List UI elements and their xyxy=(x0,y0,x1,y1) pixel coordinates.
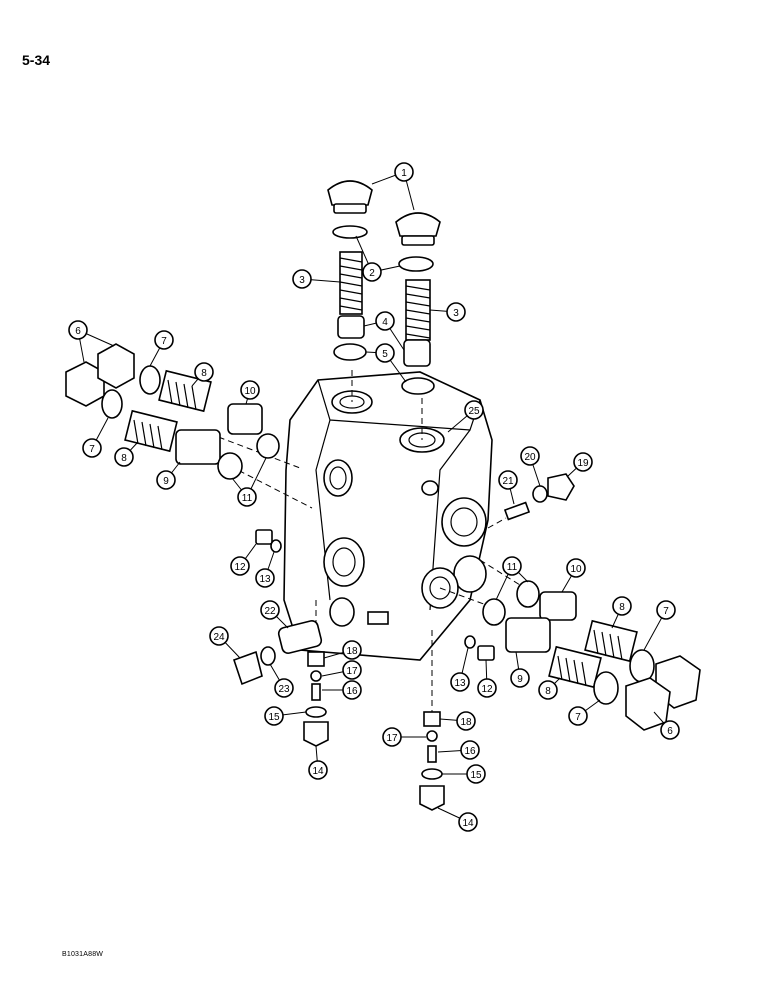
svg-text:13: 13 xyxy=(259,574,271,585)
callout-16-left: 16 xyxy=(322,680,362,700)
callout-14-right: 14 xyxy=(437,807,478,832)
callout-17-left: 17 xyxy=(321,660,362,680)
callout-21: 21 xyxy=(498,470,518,505)
svg-text:13: 13 xyxy=(454,678,466,689)
callout-3-left: 3 xyxy=(292,269,341,289)
top-relief-assembly-left xyxy=(327,180,373,361)
svg-text:16: 16 xyxy=(346,686,358,697)
svg-text:17: 17 xyxy=(346,666,358,677)
svg-text:6: 6 xyxy=(667,726,673,737)
callout-1: 1 xyxy=(371,162,415,211)
svg-text:12: 12 xyxy=(234,562,246,573)
callout-9-right: 9 xyxy=(510,651,530,688)
callout-17-right: 17 xyxy=(382,727,426,747)
svg-text:20: 20 xyxy=(524,452,536,463)
svg-text:8: 8 xyxy=(619,602,625,613)
svg-text:12: 12 xyxy=(481,684,493,695)
svg-text:7: 7 xyxy=(161,336,167,347)
callout-10-right: 10 xyxy=(561,558,586,593)
svg-text:3: 3 xyxy=(299,275,305,286)
valve-body xyxy=(283,371,493,661)
callout-8-a: 8 xyxy=(191,362,214,387)
callout-15-right: 15 xyxy=(442,764,486,784)
svg-text:8: 8 xyxy=(121,453,127,464)
svg-text:23: 23 xyxy=(278,684,290,695)
svg-text:4: 4 xyxy=(382,317,388,328)
callout-19: 19 xyxy=(567,452,593,477)
svg-text:1: 1 xyxy=(401,168,407,179)
callout-18-right: 18 xyxy=(439,711,476,731)
callout-12-left: 12 xyxy=(230,543,257,576)
callout-12-right: 12 xyxy=(477,659,497,698)
svg-text:17: 17 xyxy=(386,733,398,744)
svg-text:10: 10 xyxy=(570,564,582,575)
svg-text:16: 16 xyxy=(464,746,476,757)
callout-18-left: 18 xyxy=(323,640,362,660)
svg-text:6: 6 xyxy=(75,326,81,337)
callout-15-left: 15 xyxy=(264,706,307,726)
callout-10-left: 10 xyxy=(240,380,260,405)
callout-20: 20 xyxy=(520,446,541,487)
figure-code: B1031A88W xyxy=(62,951,104,958)
callout-7-c: 7 xyxy=(643,600,676,651)
callout-labels: 1 2 3 3 4 5 6 6 7 7 7 7 8 8 8 8 9 9 10 1… xyxy=(68,162,680,832)
svg-text:14: 14 xyxy=(312,766,324,777)
callout-24: 24 xyxy=(209,626,241,659)
callout-8-b: 8 xyxy=(114,441,139,467)
svg-text:3: 3 xyxy=(453,308,459,319)
svg-text:9: 9 xyxy=(163,476,169,487)
callout-11-right: 11 xyxy=(495,556,529,601)
callout-6-left: 6 xyxy=(68,320,115,363)
callout-25: 25 xyxy=(447,400,484,433)
svg-text:21: 21 xyxy=(502,476,514,487)
svg-text:15: 15 xyxy=(268,712,280,723)
svg-text:19: 19 xyxy=(577,458,589,469)
callout-7-d: 7 xyxy=(568,699,601,726)
svg-text:11: 11 xyxy=(242,493,253,504)
top-relief-assembly-right xyxy=(395,212,441,395)
svg-text:7: 7 xyxy=(575,712,581,723)
svg-text:11: 11 xyxy=(507,562,518,573)
left-side-parts xyxy=(65,343,280,480)
svg-text:5: 5 xyxy=(382,349,388,360)
svg-text:2: 2 xyxy=(369,268,375,279)
callout-8-d: 8 xyxy=(538,677,561,700)
svg-text:8: 8 xyxy=(201,368,207,379)
callout-4: 4 xyxy=(363,311,405,351)
callout-14-left: 14 xyxy=(308,745,328,780)
svg-text:7: 7 xyxy=(663,606,669,617)
callout-23: 23 xyxy=(269,663,294,698)
callout-13-right: 13 xyxy=(450,647,470,692)
svg-text:25: 25 xyxy=(468,406,480,417)
callout-7-b: 7 xyxy=(82,417,109,458)
right-side-parts xyxy=(482,580,701,731)
callout-7-a: 7 xyxy=(149,330,174,367)
callout-8-c: 8 xyxy=(611,596,632,629)
svg-text:18: 18 xyxy=(346,646,358,657)
svg-text:14: 14 xyxy=(462,818,474,829)
svg-text:10: 10 xyxy=(244,386,256,397)
callout-6-right: 6 xyxy=(653,711,680,740)
callout-22: 22 xyxy=(260,600,289,629)
callout-5: 5 xyxy=(365,343,407,383)
callout-16-right: 16 xyxy=(437,740,480,760)
svg-text:7: 7 xyxy=(89,444,95,455)
svg-text:8: 8 xyxy=(545,686,551,697)
svg-text:24: 24 xyxy=(213,632,225,643)
svg-text:18: 18 xyxy=(460,717,472,728)
callout-2: 2 xyxy=(355,235,401,282)
page-number: 5-34 xyxy=(22,52,51,68)
callout-11-left: 11 xyxy=(231,457,267,507)
callout-9-left: 9 xyxy=(156,461,181,490)
callout-3-right: 3 xyxy=(429,302,466,322)
svg-text:22: 22 xyxy=(264,606,276,617)
svg-text:9: 9 xyxy=(517,674,523,685)
small-fittings xyxy=(232,473,575,811)
callout-13-left: 13 xyxy=(255,551,275,588)
svg-text:15: 15 xyxy=(470,770,482,781)
